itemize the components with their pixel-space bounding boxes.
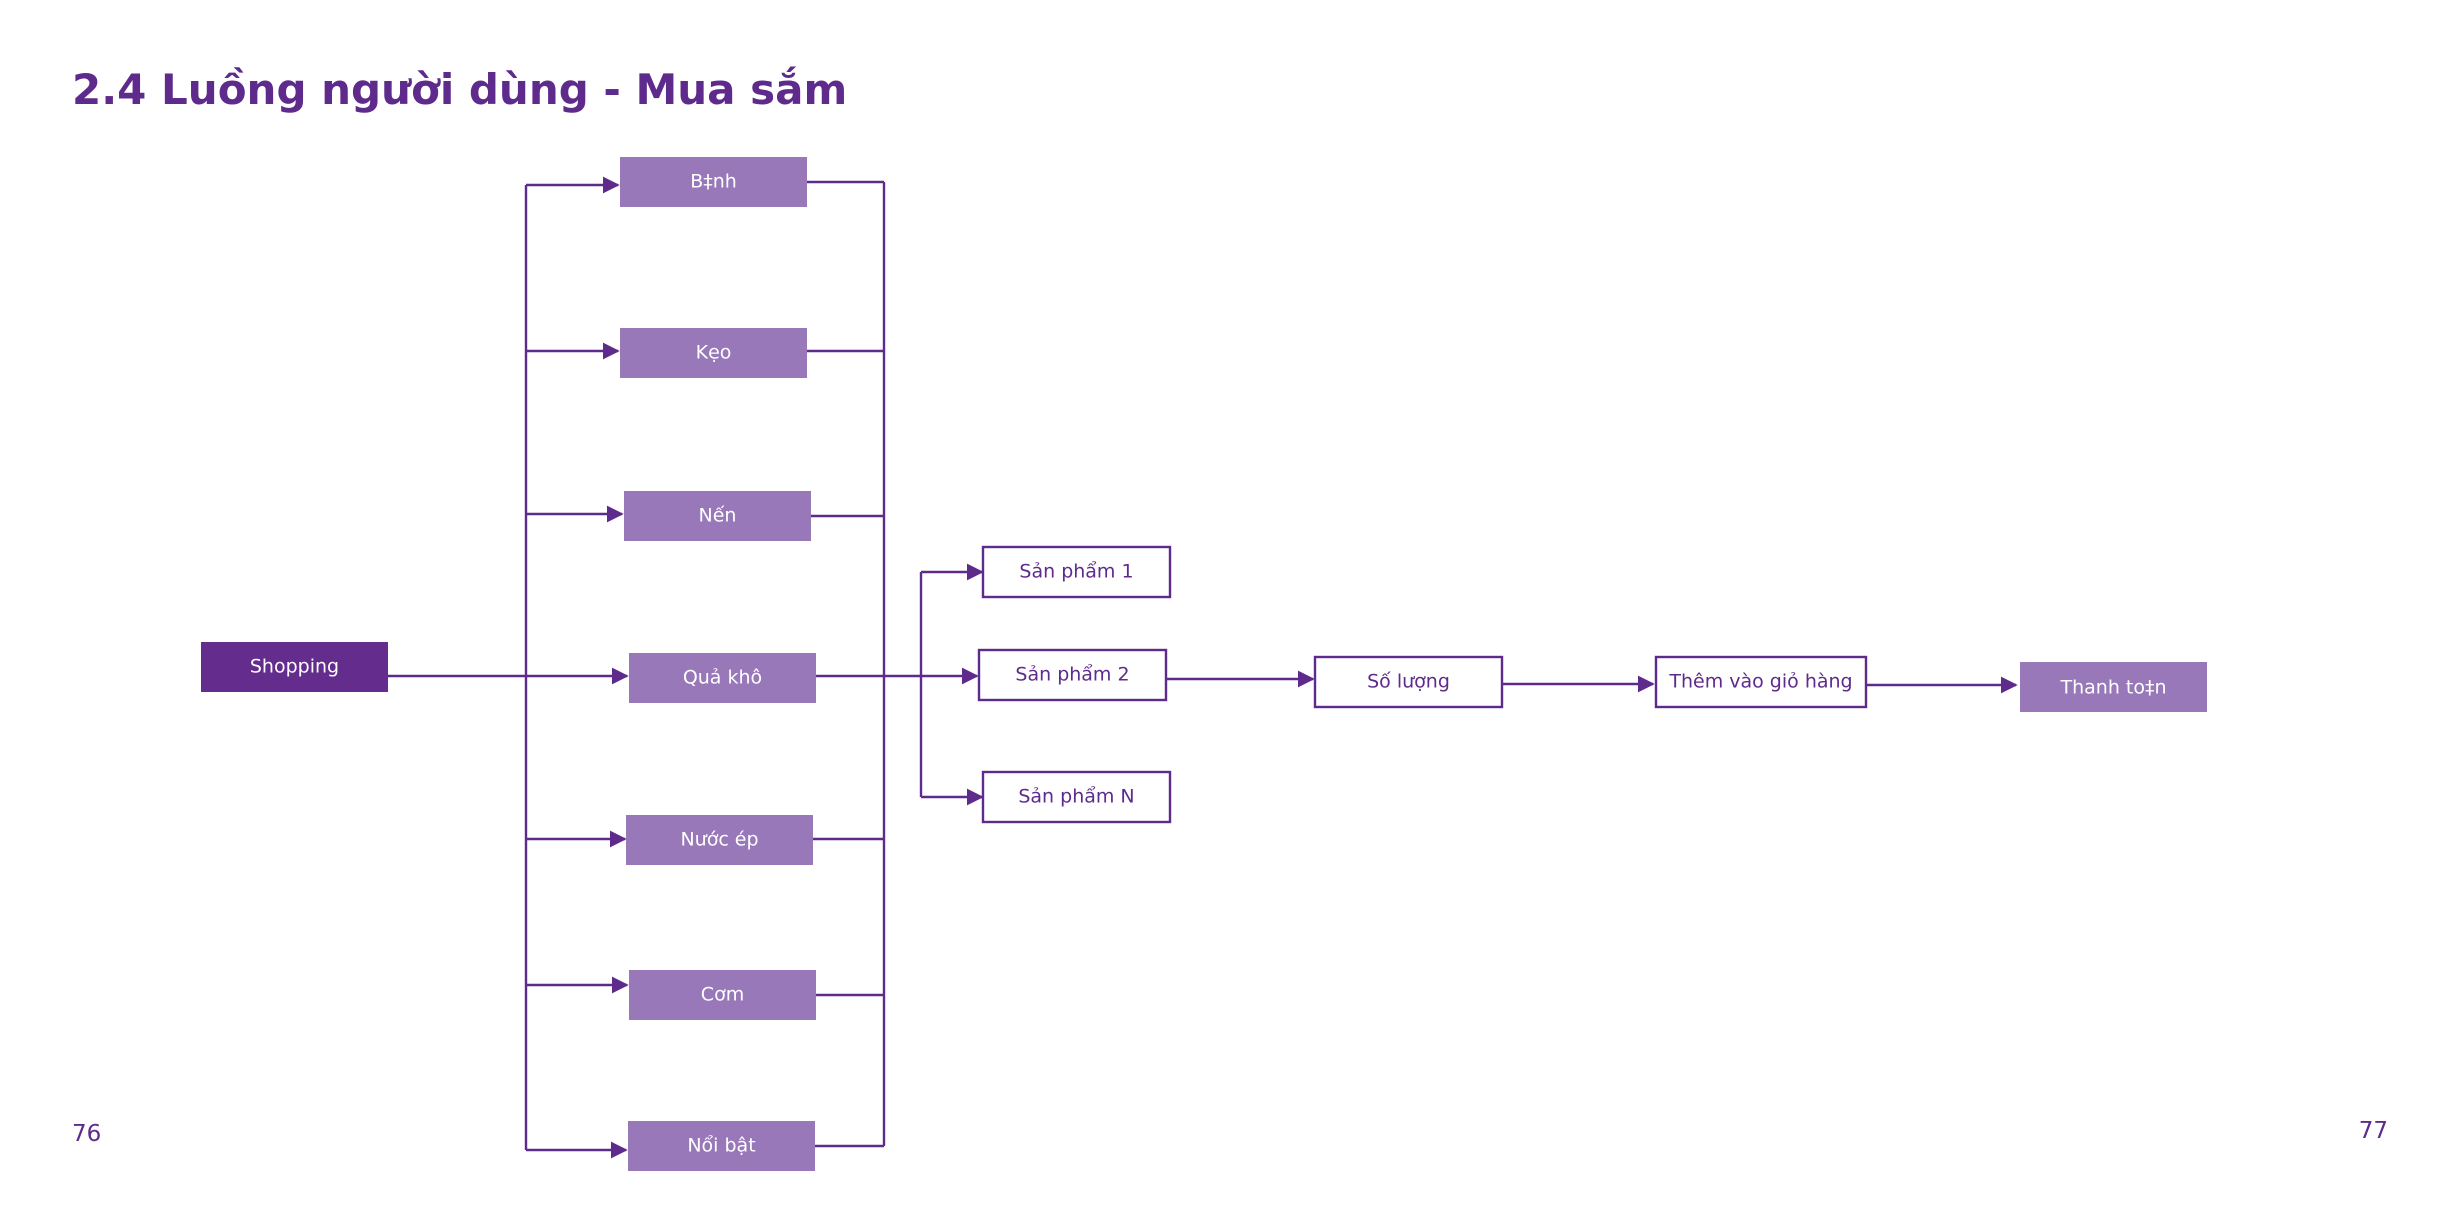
category-box bbox=[629, 970, 816, 1020]
category-label: Nến bbox=[699, 505, 737, 527]
category-label: B‡nh bbox=[690, 171, 737, 193]
product-node-n[interactable]: Sản phẩm N bbox=[981, 770, 1172, 824]
page-title: 2.4 Luồng người dùng - Mua sắm bbox=[72, 65, 847, 114]
category-node-banh[interactable]: B‡nh bbox=[620, 157, 807, 207]
category-node-qua-kho[interactable]: Quả khô bbox=[629, 653, 816, 703]
node-shopping-box bbox=[201, 642, 388, 692]
category-node-nen[interactable]: Nến bbox=[624, 491, 811, 541]
product-box bbox=[977, 648, 1168, 702]
product-label: Sản phẩm 2 bbox=[1015, 664, 1129, 686]
step-box bbox=[1654, 655, 1868, 709]
step-label: Thanh to‡n bbox=[2059, 677, 2166, 699]
step-node-so-luong[interactable]: Số lượng bbox=[1313, 655, 1504, 709]
product-label: Sản phẩm N bbox=[1018, 786, 1134, 808]
category-label: Nổi bật bbox=[687, 1135, 755, 1157]
product-box bbox=[981, 545, 1172, 599]
category-label: Nước ép bbox=[680, 829, 758, 851]
category-box bbox=[620, 328, 807, 378]
category-box bbox=[626, 815, 813, 865]
step-label: Số lượng bbox=[1367, 671, 1450, 693]
page-number-right: 77 bbox=[2359, 1118, 2388, 1144]
product-box bbox=[981, 770, 1172, 824]
category-label: Cơm bbox=[701, 984, 744, 1006]
product-node-1[interactable]: Sản phẩm 1 bbox=[981, 545, 1172, 599]
category-node-noi-bat[interactable]: Nổi bật bbox=[628, 1121, 815, 1171]
category-box bbox=[629, 653, 816, 703]
connector-lines bbox=[387, 176, 2018, 1159]
product-node-2[interactable]: Sản phẩm 2 bbox=[977, 648, 1168, 702]
step-box bbox=[1313, 655, 1504, 709]
category-label: Kẹo bbox=[696, 342, 732, 364]
category-label: Quả khô bbox=[683, 667, 762, 689]
category-node-keo[interactable]: Kẹo bbox=[620, 328, 807, 378]
node-shopping[interactable]: Shopping bbox=[201, 642, 388, 692]
step-node-thanh-toan[interactable]: Thanh to‡n bbox=[2020, 662, 2207, 712]
page-number-left: 76 bbox=[72, 1121, 101, 1147]
category-box bbox=[620, 157, 807, 207]
category-box bbox=[628, 1121, 815, 1171]
step-label: Thêm vào giỏ hàng bbox=[1668, 671, 1852, 693]
category-node-nuoc-ep[interactable]: Nước ép bbox=[626, 815, 813, 865]
node-shopping-label: Shopping bbox=[250, 656, 339, 678]
step-node-them-vao-gio-hang[interactable]: Thêm vào giỏ hàng bbox=[1654, 655, 1868, 709]
category-node-com[interactable]: Cơm bbox=[629, 970, 816, 1020]
product-label: Sản phẩm 1 bbox=[1019, 561, 1133, 583]
step-box bbox=[2020, 662, 2207, 712]
category-box bbox=[624, 491, 811, 541]
